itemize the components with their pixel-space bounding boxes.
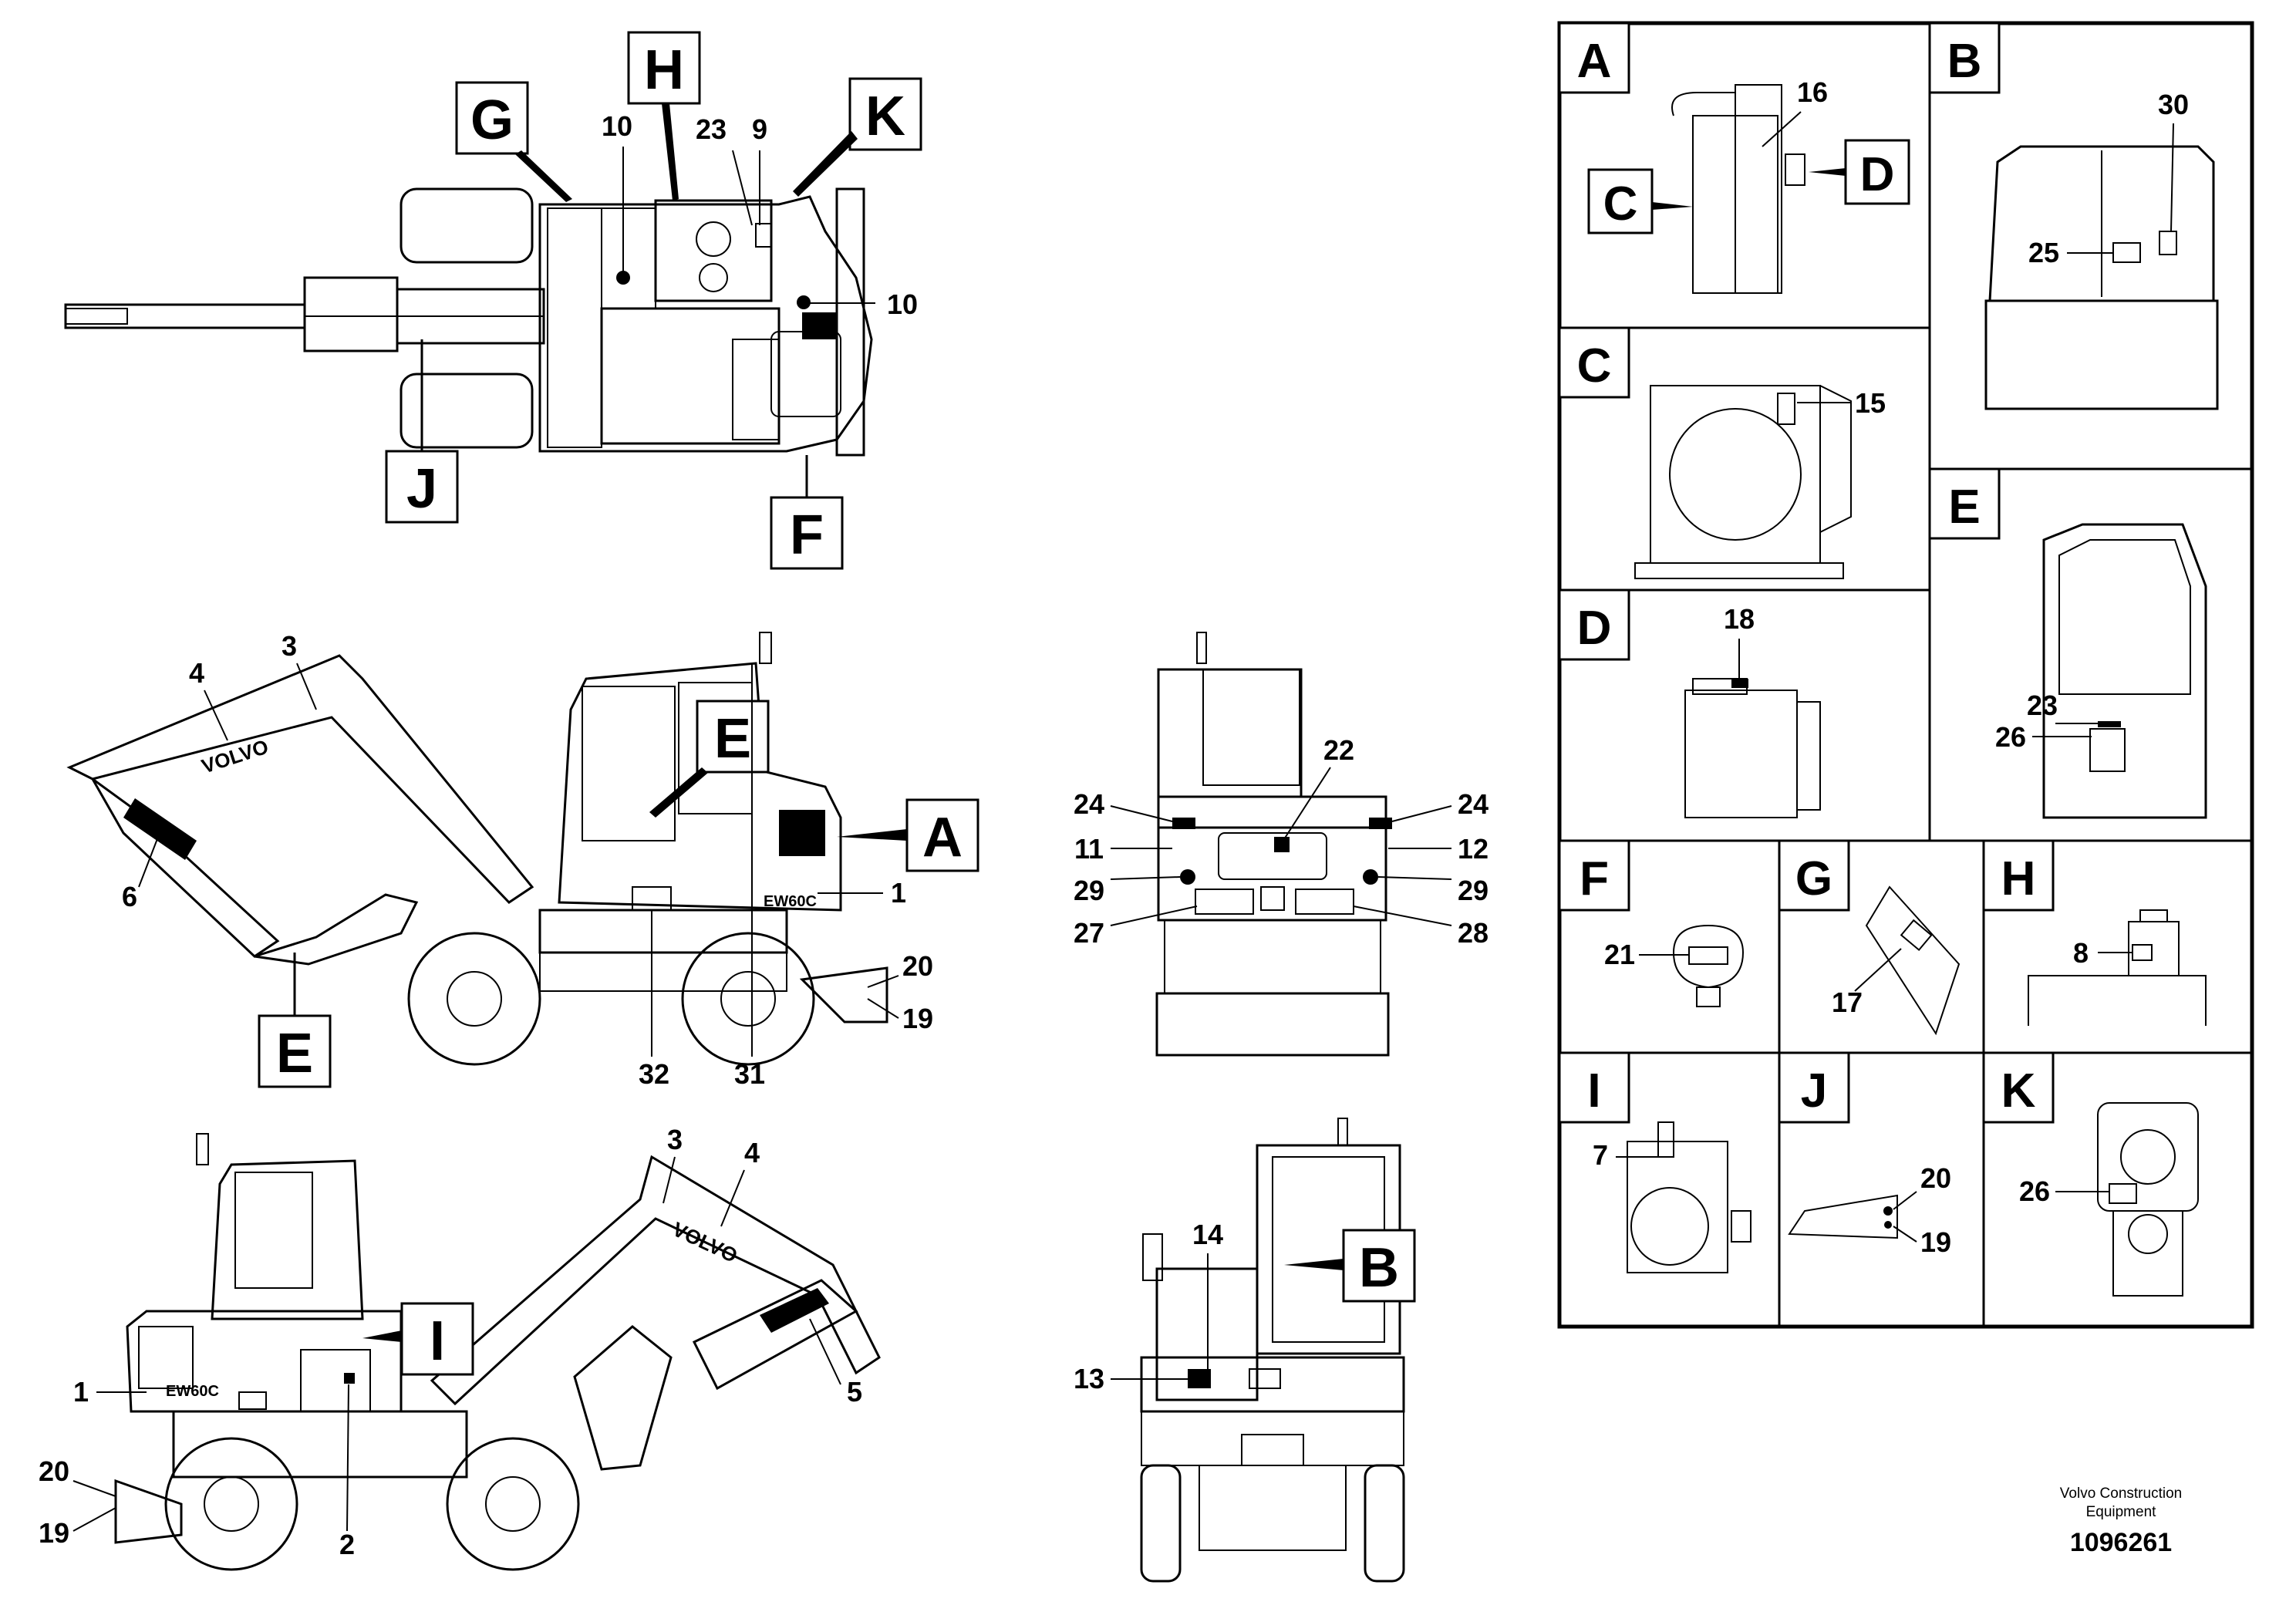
label-22: 22 [1323,734,1354,766]
panel-a-callout-c: C [1603,177,1638,231]
label-24-left: 24 [1074,788,1104,820]
label-28: 28 [1458,917,1489,949]
label-20-left: 20 [902,950,933,982]
label-19-left: 19 [902,1003,933,1034]
panel-h-label-8: 8 [2073,937,2089,969]
detail-panels: A 16 C D B 30 25 C 15 [1557,21,2254,1329]
panel-a-label-16: 16 [1797,76,1828,108]
label-1-left: 1 [891,877,906,909]
callout-e-cab: E [714,708,751,770]
panel-j-letter: J [1801,1064,1827,1118]
label-2: 2 [339,1529,355,1560]
model-decal-left: EW60C [764,893,817,910]
label-24-right: 24 [1458,788,1489,820]
label-9-top: 9 [752,113,767,145]
panel-f-label-21: 21 [1604,939,1635,970]
panel-k-label-26: 26 [2019,1175,2050,1207]
label-10-right: 10 [887,288,918,320]
callout-a: A [922,807,963,868]
label-6-left: 6 [122,881,137,912]
label-29-left: 29 [1074,875,1104,906]
callout-b: B [1359,1237,1399,1299]
label-23-top: 23 [696,113,727,145]
callout-box-b [1342,1229,1416,1303]
callout-i: I [430,1310,445,1372]
label-13: 13 [1074,1363,1104,1394]
label-4-left: 4 [189,657,204,689]
top-view-machine [64,187,873,457]
label-14: 14 [1192,1219,1223,1250]
panel-i-letter: I [1587,1064,1600,1118]
callout-g: G [470,89,514,151]
side-view-right-machine [114,1133,881,1571]
panel-c-label-15: 15 [1855,387,1886,419]
label-3-left: 3 [282,630,297,662]
label-32: 32 [639,1058,669,1090]
panel-h-letter: H [2001,852,2036,905]
front-view-callouts: 14 B 13 [1074,1219,1416,1394]
label-4-right: 4 [744,1137,760,1168]
company-name-line1: Volvo Construction [2059,1485,2183,1502]
label-27: 27 [1074,917,1104,949]
panel-b-letter: B [1947,35,1982,88]
side-view-left-callouts: 3 4 6 E E A 1 20 19 32 31 [122,630,979,1090]
panel-e-letter: E [1948,481,1980,534]
rear-view-machine [1155,632,1392,1057]
panel-i-label-7: 7 [1593,1139,1608,1171]
panel-k [1982,1051,2254,1328]
label-20-right: 20 [39,1455,69,1487]
document-number: 1096261 [2069,1528,2173,1557]
panel-f-letter: F [1580,852,1609,905]
panel-d-label-18: 18 [1724,603,1755,635]
label-31: 31 [734,1058,765,1090]
panel-g-label-17: 17 [1832,986,1863,1018]
panel-b-label-25: 25 [2028,237,2059,268]
panel-k-letter: K [2001,1064,2036,1118]
volvo-decal-right: VOLVO [669,1217,740,1267]
panel-e-label-23: 23 [2027,690,2058,721]
callout-box-a [905,798,979,872]
callout-j: J [406,458,437,520]
callout-e-boom: E [276,1023,313,1084]
model-decal-right: EW60C [166,1383,219,1400]
panel-j-label-20: 20 [1920,1162,1951,1194]
label-3-right: 3 [667,1124,683,1155]
panel-g-letter: G [1795,852,1832,905]
callout-box-e-cab [696,700,770,774]
callout-f: F [790,504,824,566]
panel-d-letter: D [1577,602,1612,655]
label-29-right: 29 [1458,875,1489,906]
rear-view-callouts: 22 24 24 11 12 29 29 27 28 [1074,734,1489,949]
label-11: 11 [1074,833,1104,865]
label-1-right: 1 [73,1376,89,1408]
callout-box-g [455,81,529,155]
panel-e-label-26: 26 [1995,721,2026,753]
label-10-top: 10 [602,110,632,142]
label-12: 12 [1458,833,1489,865]
callout-h: H [644,39,684,101]
footer: Volvo Construction Equipment 1096261 [2005,1485,2237,1558]
front-view-machine [1140,1118,1405,1583]
panel-j-label-19: 19 [1920,1226,1951,1258]
label-19-right: 19 [39,1517,69,1549]
side-view-left-machine [66,632,888,1066]
panel-b-label-30: 30 [2158,89,2189,120]
callout-k: K [865,86,905,147]
callout-box-h [627,31,701,105]
label-5: 5 [847,1376,862,1408]
panel-a-callout-d: D [1860,148,1895,201]
panel-a-letter: A [1577,35,1612,88]
panel-c-letter: C [1577,339,1612,393]
top-view-callouts: G H K J F 10 23 9 10 [385,31,922,570]
callout-box-k [848,77,922,151]
side-view-right-callouts: 3 4 I 1 5 2 20 19 [39,1124,862,1560]
company-name-line2: Equipment [2085,1504,2156,1520]
callout-box-f [770,496,844,570]
